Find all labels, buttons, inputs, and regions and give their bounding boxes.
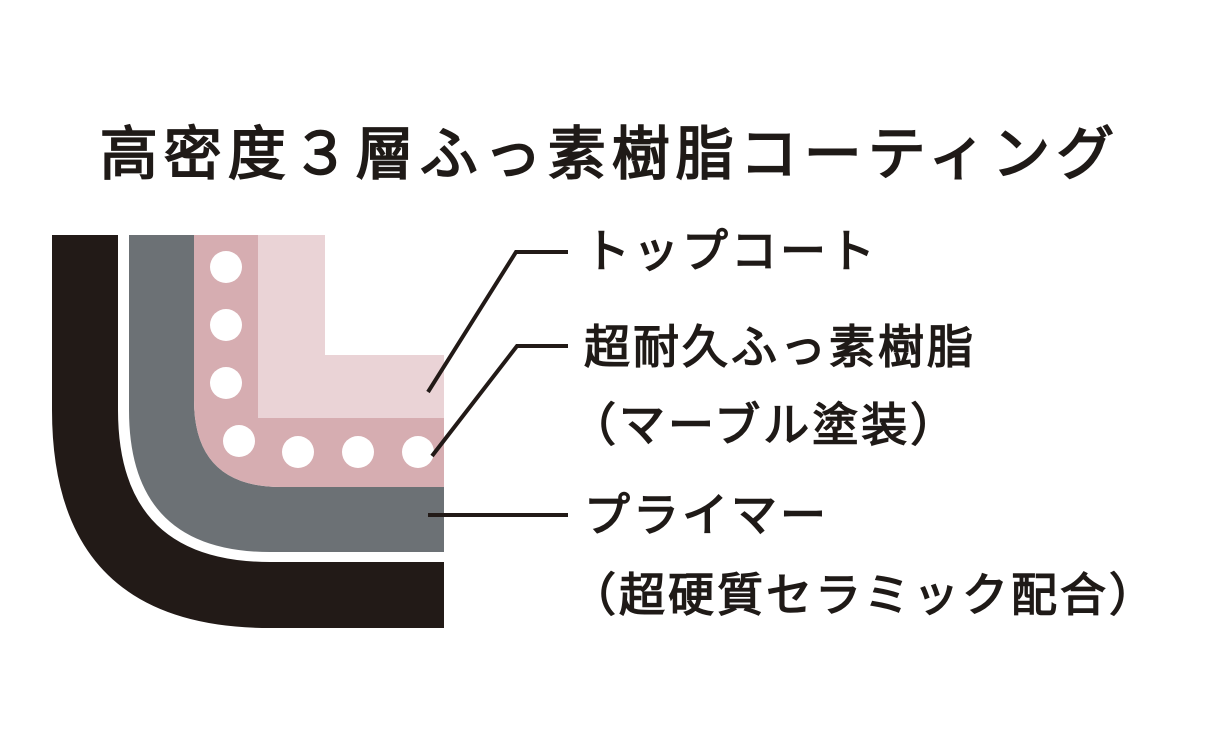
primer-layer bbox=[129, 235, 444, 552]
marble-dot bbox=[282, 436, 314, 468]
top-coat-layer bbox=[258, 235, 444, 418]
marble-dot bbox=[342, 436, 374, 468]
marble-dot bbox=[210, 309, 242, 341]
marble-dot bbox=[210, 367, 242, 399]
fluoro-resin-leader-line bbox=[430, 344, 568, 458]
diagram-title: 高密度３層ふっ素樹脂コーティング bbox=[99, 120, 1121, 188]
marble-dot bbox=[402, 436, 434, 468]
marble-dots bbox=[210, 251, 434, 468]
base-layer bbox=[52, 235, 444, 628]
primer-label: プライマー bbox=[584, 488, 829, 542]
primer-sublabel: （超硬質セラミック配合） bbox=[570, 568, 1158, 622]
fluoro-resin-sublabel: （マーブル塗装） bbox=[570, 398, 960, 452]
top-coat-label: トップコート bbox=[584, 224, 878, 278]
fluoro-resin-label: 超耐久ふっ素樹脂 bbox=[584, 320, 976, 374]
fluoro-resin-layer bbox=[194, 235, 444, 487]
top-coat-leader-line bbox=[426, 250, 568, 394]
marble-dot bbox=[210, 251, 242, 283]
marble-dot bbox=[223, 425, 255, 457]
